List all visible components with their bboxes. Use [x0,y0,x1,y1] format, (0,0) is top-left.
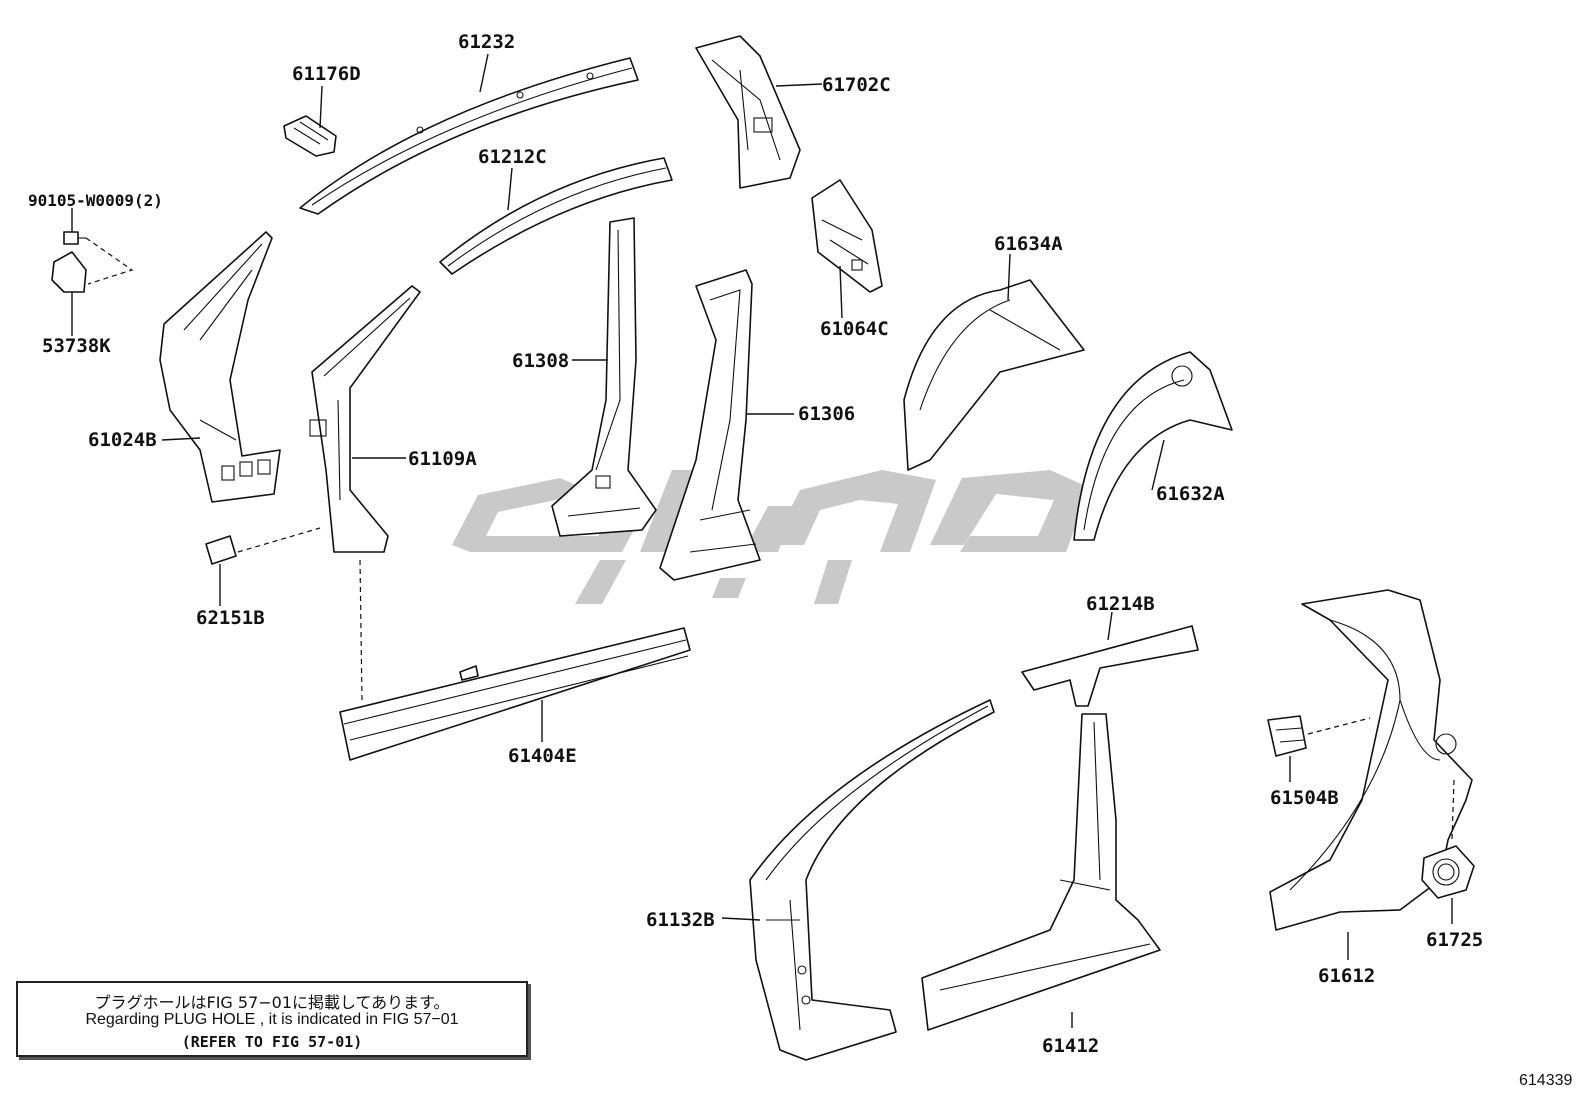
part-61632A-wheel-housing-outer[interactable] [1073,351,1233,541]
part-61412-side-outer-center[interactable] [921,713,1161,1031]
part-53738K-plate[interactable] [51,251,87,293]
label-53738K: 53738K [42,335,111,357]
note-english: Regarding PLUG HOLE , it is indicated in… [85,1011,459,1028]
label-61632A: 61632A [1156,483,1225,505]
part-61612-quarter-panel[interactable] [1269,589,1473,931]
assembly-line [1307,717,1371,735]
label-61214B: 61214B [1086,593,1155,615]
part-90105-bolt[interactable] [63,231,86,245]
label-61725: 61725 [1426,929,1483,951]
label-61132B: 61132B [646,909,715,931]
leader-lines [71,53,1453,1028]
note-reference: (REFER TO FIG 57-01) [181,1033,363,1051]
part-61404E-rocker[interactable] [339,627,691,761]
part-61232-roof-rail[interactable] [299,57,639,215]
note-japanese: プラグホールはFIG 57−01に掲載してあります。 [94,993,450,1012]
label-61404E: 61404E [508,745,577,767]
part-62151B-block[interactable] [205,535,237,565]
part-61212C-inner-rail[interactable] [439,157,673,275]
label-61024B: 61024B [88,429,157,451]
label-90105-W0009: 90105-W0009(2) [28,191,163,210]
part-61132B-side-outer-front[interactable] [749,699,995,1061]
part-61109A-pillar[interactable] [309,285,421,553]
part-61176D-bracket[interactable] [283,115,337,157]
assembly-line [85,237,134,285]
label-61306: 61306 [798,403,855,425]
assembly-line [1451,779,1455,841]
figure-id: 614339 [1519,1072,1573,1089]
label-61634A: 61634A [994,233,1063,255]
part-61702C-panel[interactable] [695,35,801,189]
label-61064C: 61064C [820,318,889,340]
watermark-logo [452,470,1090,604]
part-61308-center-pillar[interactable] [551,217,657,537]
part-61214B-roof-side[interactable] [1021,625,1199,707]
part-61504B-bracket[interactable] [1267,715,1307,757]
part-61634A-wheel-housing-inner[interactable] [903,279,1085,471]
part-61725-fuel-lid-housing[interactable] [1421,845,1475,899]
part-61064C-gusset[interactable] [811,179,883,293]
label-61702C: 61702C [822,74,891,96]
part-61024B-pillar-inner[interactable] [159,231,281,503]
part-61306-pillar-outer[interactable] [659,269,761,581]
label-61212C: 61212C [478,146,547,168]
label-61412: 61412 [1042,1035,1099,1057]
label-61612: 61612 [1318,965,1375,987]
label-61232: 61232 [458,31,515,53]
label-61176D: 61176D [292,63,361,85]
assembly-line [237,527,321,553]
label-61109A: 61109A [408,448,477,470]
label-61504B: 61504B [1270,787,1339,809]
label-62151B: 62151B [196,607,265,629]
plug-hole-note: プラグホールはFIG 57−01に掲載してあります。 Regarding PLU… [16,981,528,1057]
assembly-line [359,559,363,701]
label-61308: 61308 [512,350,569,372]
